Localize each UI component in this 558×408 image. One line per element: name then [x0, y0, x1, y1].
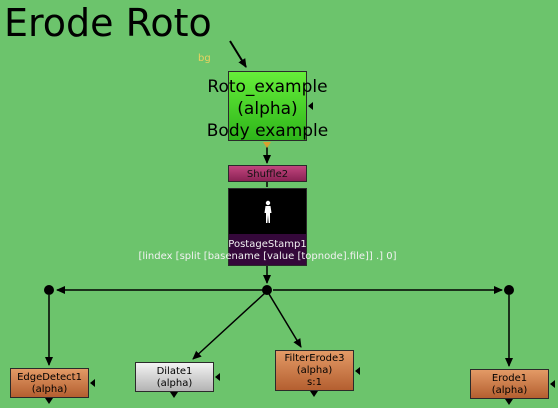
backdrop-title: Erode Roto: [4, 1, 212, 45]
roto-node[interactable]: [228, 71, 307, 141]
dot-to-filtererode-wire[interactable]: [268, 293, 302, 348]
erode-mask-input-arrow[interactable]: [550, 380, 555, 388]
erode-node-channel: (alpha): [491, 385, 528, 396]
postage-stamp-thumbnail: [229, 189, 306, 234]
edgedetect-node-channel: (alpha): [31, 384, 68, 395]
roto-node-name: Roto_example: [207, 77, 328, 97]
roto-mask-input-arrow[interactable]: [308, 102, 313, 110]
roto-output-arrow[interactable]: [263, 142, 271, 148]
roto-node-text: Roto_example (alpha) Body example: [180, 76, 355, 142]
filtererode-node-name: FilterErode3: [284, 353, 345, 364]
edgedetect-node-name: EdgeDetect1: [17, 372, 82, 383]
postage-stamp-name: PostageStamp1: [228, 239, 307, 250]
dot-to-dilate-wire[interactable]: [192, 292, 266, 360]
roto-node-channel: (alpha): [237, 99, 298, 119]
dot-left[interactable]: [44, 285, 54, 295]
person-silhouette-icon: [264, 200, 272, 223]
dilate-output-arrow[interactable]: [170, 392, 178, 398]
postage-stamp-label-expression: [lindex [split [basename [value [topnode…: [138, 251, 397, 262]
shuffle-node-name: Shuffle2: [246, 169, 289, 180]
roto-node-label: Body example: [206, 121, 329, 141]
roto-input-wire[interactable]: [229, 40, 247, 68]
erode-node[interactable]: Erode1 (alpha): [470, 369, 549, 399]
erode-output-arrow[interactable]: [505, 399, 513, 405]
roto-input-label: bg: [198, 53, 211, 64]
filtererode-output-arrow[interactable]: [310, 391, 318, 397]
edgedetect-mask-input-arrow[interactable]: [90, 379, 95, 387]
filtererode-node-param: s:1: [307, 377, 322, 388]
edgedetect-node[interactable]: EdgeDetect1 (alpha): [10, 368, 89, 398]
filtererode-node[interactable]: FilterErode3 (alpha) s:1: [275, 350, 354, 391]
edgedetect-output-arrow[interactable]: [45, 398, 53, 404]
filtererode-mask-input-arrow[interactable]: [355, 367, 360, 375]
shuffle-node[interactable]: Shuffle2: [228, 165, 307, 182]
dot-right[interactable]: [504, 285, 514, 295]
dilate-node-name: Dilate1: [156, 366, 193, 377]
dilate-node[interactable]: Dilate1 (alpha): [135, 362, 214, 392]
erode-node-name: Erode1: [491, 373, 528, 384]
filtererode-node-channel: (alpha): [296, 365, 333, 376]
dilate-node-channel: (alpha): [156, 378, 193, 389]
dilate-mask-input-arrow[interactable]: [215, 373, 220, 381]
dot-center[interactable]: [262, 285, 272, 295]
postage-stamp-node[interactable]: [228, 188, 307, 266]
